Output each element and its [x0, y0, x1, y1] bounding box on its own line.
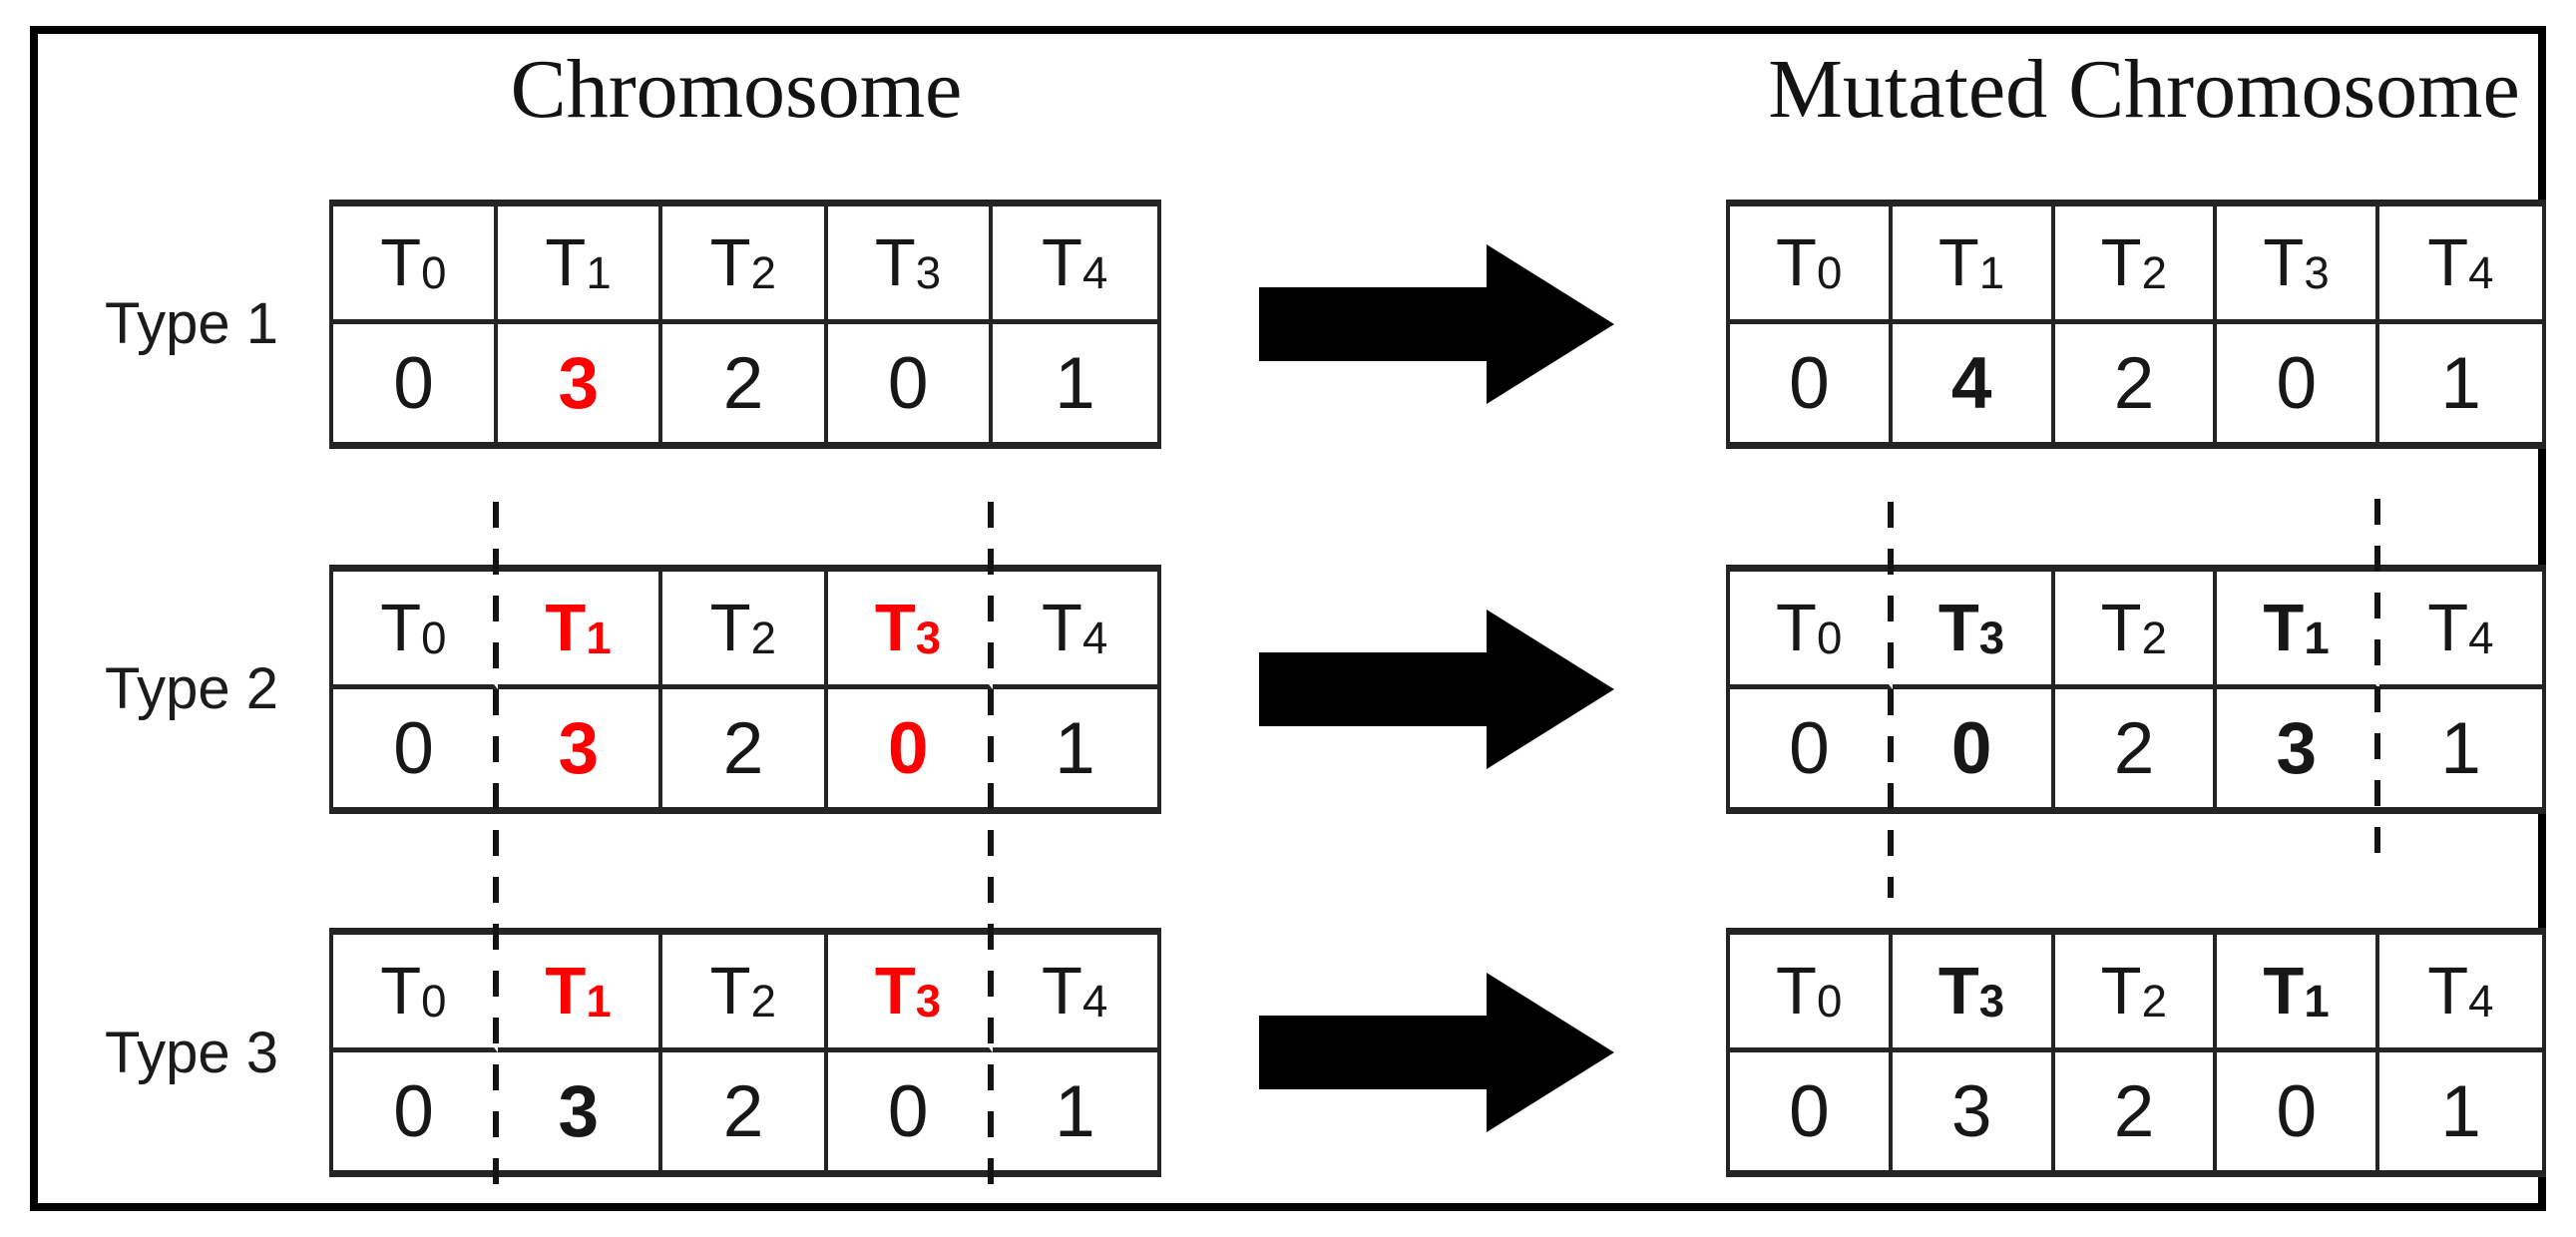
gene-header-cell: T0: [333, 935, 499, 1052]
mutated-chromosome-title: Mutated Chromosome: [1768, 43, 2520, 136]
type2-chromosome-table: T0 T1 T2 T3 T4 0 3 2 0 1: [329, 565, 1161, 814]
gene-value-cell: 1: [992, 324, 1157, 442]
gene-value-cell: 0: [827, 689, 993, 807]
mutation-arrow-icon: [1259, 610, 1614, 769]
gene-header-cell: T4: [992, 206, 1157, 324]
gene-value-cell: 0: [2217, 324, 2380, 442]
gene-header-cell: T1: [2217, 935, 2380, 1052]
gene-header-cell: T4: [2379, 572, 2542, 689]
gene-value-cell: 3: [498, 1052, 663, 1170]
type3-chromosome-table: T0 T1 T2 T3 T4 0 3 2 0 1: [329, 928, 1161, 1177]
type1-mutated-table: T0 T1 T2 T3 T4 0 4 2 0 1: [1726, 200, 2546, 449]
gene-header-cell: T3: [827, 206, 993, 324]
gene-value-cell: 0: [1730, 1052, 1893, 1170]
gene-value-cell: 1: [992, 689, 1157, 807]
gene-header-cell: T3: [1892, 935, 2055, 1052]
gene-header-cell: T2: [2054, 572, 2218, 689]
gene-value-cell: 0: [1730, 324, 1893, 442]
gene-value-cell: 3: [498, 324, 663, 442]
gene-value-cell: 0: [333, 324, 499, 442]
gene-value-cell: 0: [1892, 689, 2055, 807]
mutation-arrow-icon: [1259, 973, 1614, 1132]
gene-header-cell: T0: [1730, 572, 1893, 689]
type1-chromosome-table: T0 T1 T2 T3 T4 0 3 2 0 1: [329, 200, 1161, 449]
type2-mutated-table: T0 T3 T2 T1 T4 0 0 2 3 1: [1726, 565, 2546, 814]
gene-value-cell: 2: [662, 1052, 828, 1170]
gene-value-cell: 3: [498, 689, 663, 807]
gene-value-cell: 0: [333, 1052, 499, 1170]
gene-value-cell: 0: [827, 324, 993, 442]
gene-header-cell: T0: [333, 206, 499, 324]
gene-header-cell: T4: [992, 935, 1157, 1052]
gene-header-cell: T2: [2054, 935, 2218, 1052]
gene-value-cell: 1: [2379, 324, 2542, 442]
gene-value-cell: 3: [2217, 689, 2380, 807]
gene-header-cell: T2: [662, 206, 828, 324]
type3-label: Type 3: [104, 1021, 279, 1085]
gene-header-cell: T1: [2217, 572, 2380, 689]
gene-header-cell: T3: [827, 935, 993, 1052]
gene-value-cell: 1: [2379, 689, 2542, 807]
gene-header-cell: T3: [2217, 206, 2380, 324]
gene-value-cell: 0: [333, 689, 499, 807]
gene-value-cell: 2: [2054, 1052, 2218, 1170]
gene-value-cell: 0: [827, 1052, 993, 1170]
gene-header-cell: T4: [2379, 935, 2542, 1052]
gene-header-cell: T4: [2379, 206, 2542, 324]
gene-value-cell: 3: [1892, 1052, 2055, 1170]
type2-label: Type 2: [104, 656, 279, 721]
gene-value-cell: 4: [1892, 324, 2055, 442]
gene-header-cell: T0: [1730, 935, 1893, 1052]
gene-header-cell: T0: [333, 572, 499, 689]
gene-value-cell: 2: [662, 689, 828, 807]
type3-mutated-table: T0 T3 T2 T1 T4 0 3 2 0 1: [1726, 928, 2546, 1177]
gene-header-cell: T4: [992, 572, 1157, 689]
gene-header-cell: T2: [662, 935, 828, 1052]
gene-header-cell: T1: [1892, 206, 2055, 324]
gene-header-cell: T2: [662, 572, 828, 689]
gene-value-cell: 0: [2217, 1052, 2380, 1170]
gene-header-cell: T3: [827, 572, 993, 689]
gene-header-cell: T2: [2054, 206, 2218, 324]
gene-header-cell: T1: [498, 935, 663, 1052]
mutation-arrow-icon: [1259, 244, 1614, 404]
gene-value-cell: 2: [2054, 689, 2218, 807]
gene-header-cell: T1: [498, 572, 663, 689]
type1-label: Type 1: [104, 291, 279, 356]
gene-value-cell: 2: [2054, 324, 2218, 442]
gene-header-cell: T1: [498, 206, 663, 324]
gene-header-cell: T0: [1730, 206, 1893, 324]
gene-value-cell: 0: [1730, 689, 1893, 807]
gene-value-cell: 1: [992, 1052, 1157, 1170]
chromosome-title: Chromosome: [510, 43, 963, 136]
gene-header-cell: T3: [1892, 572, 2055, 689]
gene-value-cell: 1: [2379, 1052, 2542, 1170]
gene-value-cell: 2: [662, 324, 828, 442]
